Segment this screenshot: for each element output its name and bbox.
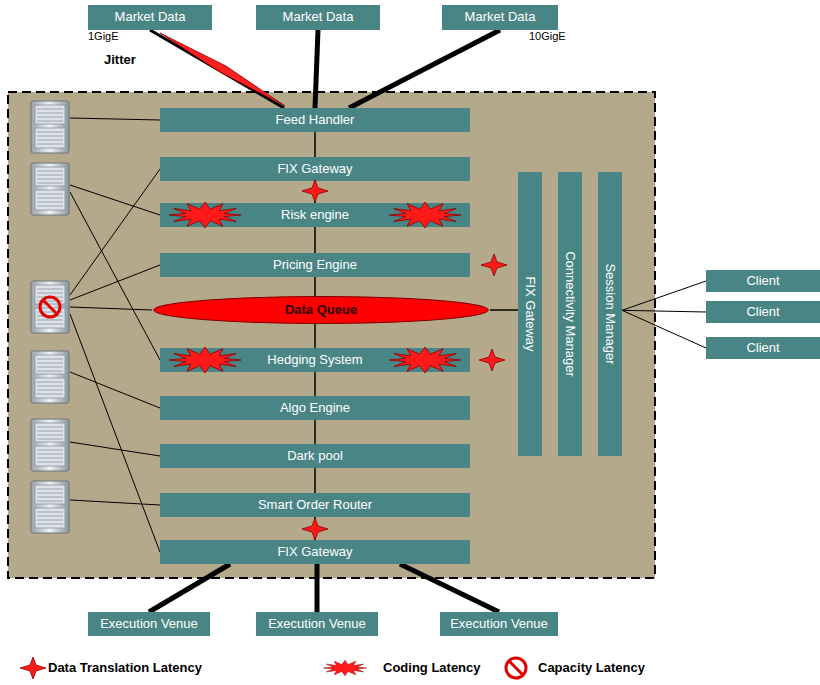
node-label: FIX Gateway (277, 162, 352, 177)
capacity-latency-sign (40, 297, 60, 317)
node-label: Market Data (115, 10, 186, 25)
server-wires (70, 118, 160, 552)
translation-latency-star (302, 180, 328, 202)
component-box: Smart Order Router (160, 493, 470, 517)
translation-latency-star (302, 518, 328, 540)
node-label: Connectivity Manager (563, 251, 578, 377)
connector-line (314, 277, 316, 296)
node-label: FIX Gateway (523, 276, 538, 351)
layer-bar: Session Manager (598, 172, 622, 456)
legend-text: Capacity Latency (538, 660, 645, 675)
node-label: Smart Order Router (258, 498, 372, 513)
connector-line (622, 310, 706, 312)
layer-bar: Connectivity Manager (558, 172, 582, 456)
connector-line (490, 309, 518, 311)
component-box: Execution Venue (88, 612, 210, 636)
node-label: Data Queue (285, 303, 357, 318)
node-label: Execution Venue (100, 617, 198, 632)
connector-line (622, 281, 706, 310)
node-label: Feed Handler (276, 113, 355, 128)
connector-line (314, 324, 316, 348)
jitter-mark (160, 33, 285, 106)
legend-star (20, 657, 46, 679)
legend-burst (323, 660, 366, 676)
connector-line (314, 420, 316, 444)
connector-line (314, 132, 316, 157)
annotation-label: 10GigE (529, 30, 566, 42)
node-label: Dark pool (287, 449, 343, 464)
component-box: FIX Gateway (160, 540, 470, 564)
component-box: Market Data (88, 5, 212, 30)
node-label: Risk engine (281, 208, 349, 223)
component-box: Algo Engine (160, 396, 470, 420)
connector-line (315, 30, 318, 108)
annotation-label: Jitter (104, 52, 136, 67)
system-region (8, 92, 655, 578)
component-box: FIX Gateway (160, 157, 470, 181)
server-icons (31, 101, 69, 533)
connector-line (349, 30, 500, 108)
node-label: Hedging System (267, 353, 362, 368)
node-label: FIX Gateway (277, 545, 352, 560)
connector-line (314, 372, 316, 396)
translation-latency-star (479, 349, 505, 371)
node-label: Session Manager (603, 263, 618, 364)
legend-no-sign (506, 658, 526, 678)
component-box: Client (706, 270, 820, 292)
coding-latency-burst (169, 347, 241, 373)
connector-line (314, 227, 316, 253)
coding-latency-burst (389, 202, 461, 228)
node-label: Algo Engine (280, 401, 350, 416)
node-label: Pricing Engine (273, 258, 357, 273)
component-box: Feed Handler (160, 108, 470, 132)
node-label: Client (746, 305, 779, 320)
connector-line (150, 30, 284, 108)
node-label: Execution Venue (268, 617, 366, 632)
layer-bar: FIX Gateway (518, 172, 542, 456)
node-label: Market Data (465, 10, 536, 25)
translation-latency-star (481, 254, 507, 276)
coding-latency-burst (389, 347, 461, 373)
legend-text: Coding Latency (383, 660, 481, 675)
connector-line (149, 564, 230, 612)
component-box: Pricing Engine (160, 253, 470, 277)
node-label: Execution Venue (450, 617, 548, 632)
coding-latency-burst (169, 202, 241, 228)
node-label: Client (746, 274, 779, 289)
component-box: Client (706, 337, 820, 359)
connector-line (314, 468, 316, 493)
component-box: Market Data (256, 5, 380, 30)
component-box: Execution Venue (440, 612, 558, 636)
legend-text: Data Translation Latency (48, 660, 202, 675)
connector-line (400, 564, 499, 612)
component-box: Dark pool (160, 444, 470, 468)
annotation-label: 1GigE (88, 30, 119, 42)
connector-line (315, 564, 320, 612)
component-box: Client (706, 301, 820, 323)
queue-ellipse: Data Queue (152, 296, 490, 324)
component-box: Execution Venue (256, 612, 378, 636)
component-box: Market Data (442, 5, 558, 30)
node-label: Market Data (283, 10, 354, 25)
connector-line (622, 310, 706, 348)
node-label: Client (746, 341, 779, 356)
